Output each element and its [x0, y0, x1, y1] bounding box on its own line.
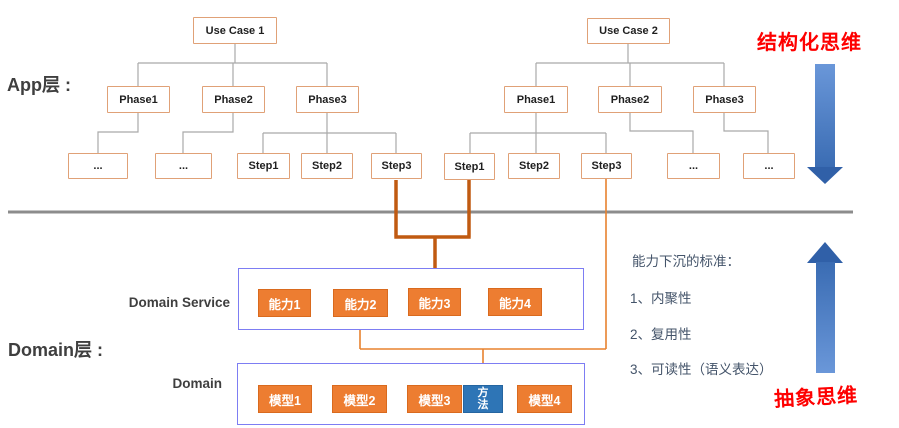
- model-2-chip: 模型2: [332, 385, 387, 413]
- up-arrow-shaft: [816, 262, 835, 373]
- down-arrow-shaft: [815, 64, 835, 168]
- uc2-step2-node: Step2: [508, 153, 560, 179]
- uc1-ellipsis-node-1: ...: [68, 153, 128, 179]
- uc2-ellipsis-node-1: ...: [667, 153, 720, 179]
- structured-thinking-label: 结构化思维: [757, 32, 862, 54]
- capability-3-chip: 能力3: [408, 288, 461, 316]
- domain-layer-label: Domain层 :: [8, 340, 104, 360]
- method-chip: 方法: [463, 385, 503, 413]
- use-case-1-node: Use Case 1: [193, 17, 277, 44]
- capability-4-chip: 能力4: [488, 288, 542, 316]
- uc2-phase2-node: Phase2: [598, 86, 662, 113]
- tree-connectors: [97, 44, 769, 153]
- uc1-phase1-node: Phase1: [107, 86, 170, 113]
- model-1-chip: 模型1: [258, 385, 312, 413]
- use-case-2-node: Use Case 2: [587, 18, 670, 44]
- app-layer-label: App层 :: [7, 75, 71, 95]
- criteria-item-1: 1、内聚性: [630, 291, 692, 306]
- domain-service-label: Domain Service: [128, 295, 230, 310]
- uc1-phase2-node: Phase2: [202, 86, 265, 113]
- uc1-ellipsis-node-2: ...: [155, 153, 212, 179]
- criteria-title: 能力下沉的标准：: [632, 254, 740, 269]
- uc1-step1-node: Step1: [237, 153, 290, 179]
- uc2-step3-node: Step3: [581, 153, 632, 179]
- uc2-phase3-node: Phase3: [693, 86, 756, 113]
- uc2-phase1-node: Phase1: [504, 86, 568, 113]
- up-arrow-icon: [807, 242, 843, 263]
- capability-2-chip: 能力2: [333, 289, 388, 317]
- uc2-ellipsis-node-2: ...: [743, 153, 795, 179]
- uc1-step2-node: Step2: [301, 153, 353, 179]
- criteria-item-3: 3、可读性（语义表达）: [630, 362, 773, 377]
- abstract-thinking-label: 抽象思维: [773, 384, 859, 412]
- uc1-phase3-node: Phase3: [296, 86, 359, 113]
- uc1-step3-node: Step3: [371, 153, 422, 179]
- step-to-capability-connector: [394, 180, 471, 279]
- method-chip-label: 方法: [477, 387, 489, 411]
- uc2-step1-node: Step1: [444, 153, 495, 180]
- domain-label: Domain: [172, 376, 222, 391]
- down-arrow-icon: [807, 167, 843, 184]
- model-3-chip: 模型3: [407, 385, 462, 413]
- model-4-chip: 模型4: [517, 385, 572, 413]
- criteria-item-2: 2、复用性: [630, 327, 692, 342]
- capability-1-chip: 能力1: [258, 289, 311, 317]
